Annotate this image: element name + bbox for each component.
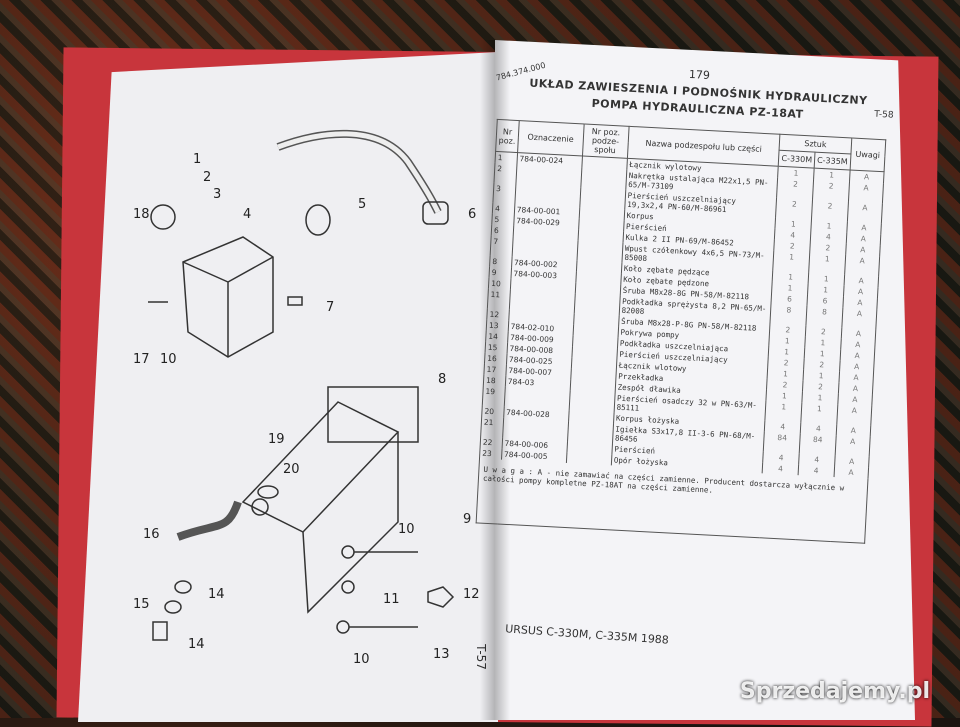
row-sub [573, 293, 620, 316]
callout-label: 5 [358, 197, 367, 212]
table-ref: T-58 [873, 109, 894, 121]
row-note: A [847, 201, 883, 224]
callout-label: 10 [160, 352, 177, 367]
row-qty-c330: 2 [775, 197, 813, 220]
col-c335: C-335M [814, 152, 851, 170]
row-nr: 11 [487, 288, 511, 310]
col-sub: Nr poz. podze-społu [582, 123, 629, 159]
callout-label: 9 [463, 512, 472, 527]
row-nr: 2 [493, 162, 517, 184]
row-qty-c335: 2 [812, 179, 850, 202]
callout-label: 12 [463, 587, 480, 602]
callout-label: 14 [188, 637, 205, 652]
parts-table: Nr poz. Oznaczenie Nr poz. podze-społu N… [476, 119, 887, 544]
callout-label: 16 [143, 527, 160, 542]
callout-label: 11 [383, 592, 400, 607]
callout-label: 6 [468, 207, 477, 222]
row-nr: 21 [480, 416, 504, 438]
right-page [495, 40, 915, 720]
callout-label: 3 [213, 187, 222, 202]
row-qty-c330: 1 [765, 400, 802, 423]
row-sub [568, 390, 615, 413]
watermark-logo: Sprzedajemy.pl [739, 679, 930, 704]
col-nr: Nr poz. [495, 119, 519, 153]
row-qty-c330: 8 [770, 303, 807, 326]
callout-label: 13 [433, 647, 450, 662]
callout-label: 7 [326, 300, 335, 315]
row-nr: 19 [482, 385, 506, 407]
row-qty-c335: 84 [799, 433, 836, 456]
row-sub [580, 167, 627, 190]
row-note: A [834, 435, 871, 457]
row-qty-c330: 2 [776, 177, 814, 200]
row-sub [579, 187, 626, 210]
callout-label: 10 [353, 652, 370, 667]
row-qty-c335: 1 [800, 402, 838, 425]
callout-label: 4 [243, 207, 252, 222]
row-note: A [836, 404, 872, 426]
left-page: 1 2 3 4 5 6 18 7 17 10 8 19 20 16 9 10 1… [78, 52, 498, 722]
callout-label: 14 [208, 587, 225, 602]
callout-label: 1 [193, 152, 202, 167]
row-note: A [848, 181, 884, 204]
row-note: A [841, 307, 877, 330]
row-note: A [844, 254, 880, 277]
book-gutter [480, 40, 510, 720]
row-sub [576, 240, 623, 263]
row-qty-c335: 2 [811, 199, 849, 222]
callout-label: 19 [268, 432, 285, 447]
callout-label: 15 [133, 597, 150, 612]
callout-label: 18 [133, 207, 150, 222]
row-nr: 3 [492, 182, 516, 204]
row-nr: 7 [490, 235, 513, 257]
row-qty-c335: 1 [808, 252, 846, 275]
callout-label: 17 [133, 352, 150, 367]
col-code: Oznaczenie [517, 120, 584, 156]
row-sub [567, 421, 614, 444]
callout-label: 8 [438, 372, 447, 387]
pump-exploded-diagram [148, 129, 455, 641]
row-qty-c330: 1 [773, 250, 810, 273]
col-notes: Uwagi [849, 138, 886, 172]
row-qty-c330: 84 [763, 431, 801, 454]
callout-label: 10 [398, 522, 415, 537]
col-c330: C-330M [778, 150, 816, 169]
parts-list-page: 179 784.374.000 UKŁAD ZAWIESZENIA I PODN… [476, 58, 900, 544]
callout-label: 2 [203, 170, 212, 185]
callout-label: 20 [283, 462, 300, 477]
row-qty-c335: 8 [805, 305, 843, 328]
